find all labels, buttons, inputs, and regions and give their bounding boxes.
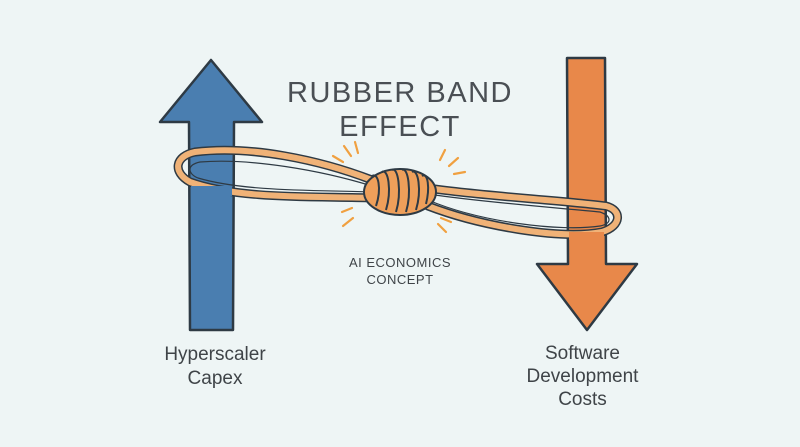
left-label-line-2: Capex [187, 368, 243, 389]
subtitle-line-1: AI ECONOMICS [348, 255, 452, 270]
diagram-subtitle: AI ECONOMICS CONCEPT [300, 254, 500, 288]
right-arrow-label: Software Development Costs [505, 342, 660, 411]
band-wrap-overlays [191, 186, 604, 240]
left-label-line-1: Hyperscaler [164, 344, 266, 365]
right-label-line-3: Costs [558, 389, 607, 410]
diagram-title: RUBBER BAND EFFECT [280, 76, 520, 144]
band-knot [363, 168, 437, 216]
right-down-arrow [535, 56, 639, 332]
left-arrow-label: Hyperscaler Capex [140, 343, 290, 391]
title-line-1: RUBBER BAND [287, 77, 513, 109]
tension-marks [331, 140, 467, 234]
title-line-2: EFFECT [339, 111, 461, 143]
right-label-line-1: Software [545, 343, 620, 364]
right-label-line-2: Development [526, 366, 639, 387]
subtitle-line-2: CONCEPT [366, 272, 434, 287]
rubber-band [173, 145, 622, 239]
